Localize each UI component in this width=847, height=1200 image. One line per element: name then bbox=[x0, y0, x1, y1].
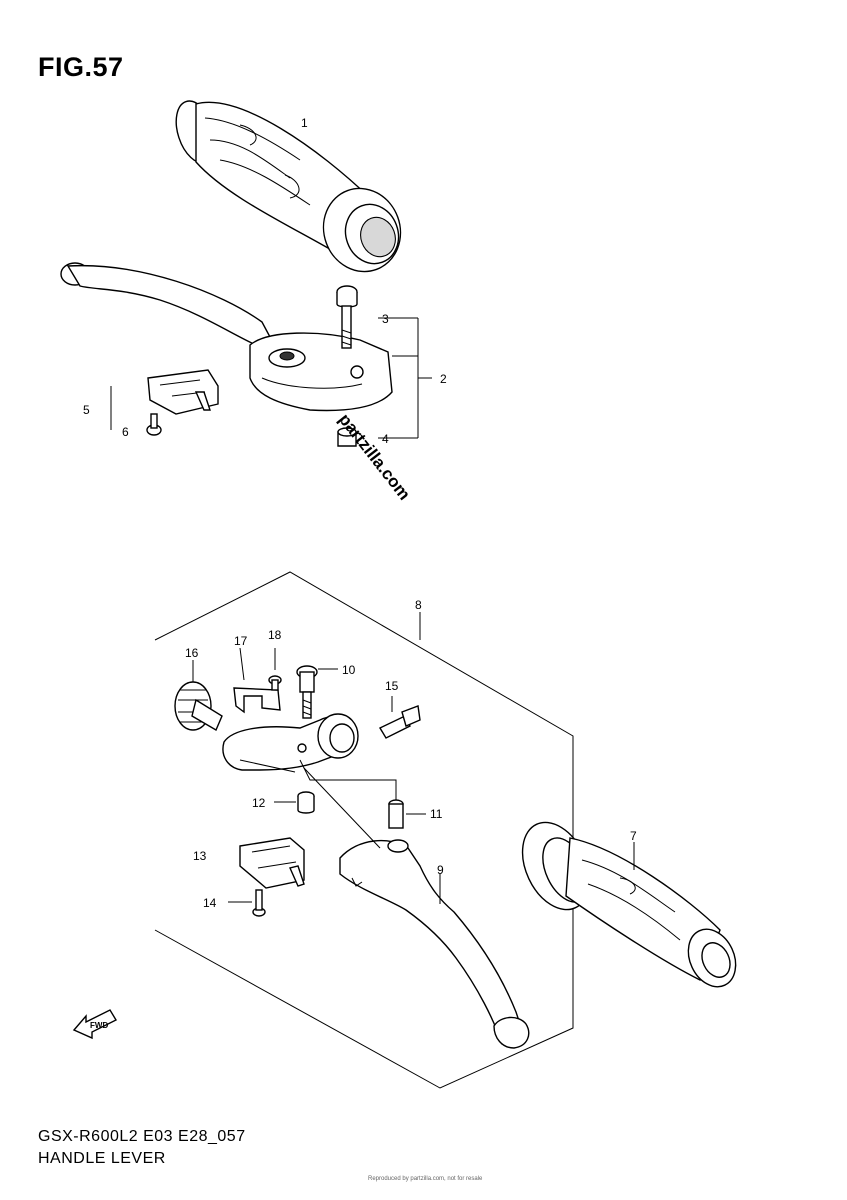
callout-18: 18 bbox=[268, 628, 282, 642]
left-grip[interactable] bbox=[509, 812, 744, 995]
footer-model-code: GSX-R600L2 E03 E28_057 bbox=[38, 1128, 246, 1145]
figure-title: FIG.57 bbox=[38, 52, 124, 82]
callout-2: 2 bbox=[440, 372, 447, 386]
clutch-lever[interactable] bbox=[339, 839, 530, 1049]
lower-leaders bbox=[299, 759, 397, 849]
pivot-bolt[interactable] bbox=[296, 665, 338, 719]
lever-nut[interactable] bbox=[337, 427, 357, 447]
callout-14: 14 bbox=[203, 896, 217, 910]
bracket-screw[interactable] bbox=[268, 648, 282, 691]
callout-1: 1 bbox=[301, 116, 308, 130]
lever-holder[interactable] bbox=[222, 713, 359, 773]
callout-15: 15 bbox=[385, 679, 399, 693]
switch-screw[interactable] bbox=[146, 413, 162, 436]
callout-6: 6 bbox=[122, 425, 129, 439]
callout-13: 13 bbox=[193, 849, 207, 863]
callout-7: 7 bbox=[630, 829, 637, 843]
footer-figure-name: HANDLE LEVER bbox=[38, 1150, 166, 1167]
callout-4: 4 bbox=[382, 432, 389, 446]
cable-bracket[interactable] bbox=[233, 647, 281, 714]
footer-fine-print: Reproduced by partzilla.com, not for res… bbox=[368, 1176, 483, 1182]
clutch-switch[interactable] bbox=[239, 837, 305, 889]
holder-bolt[interactable] bbox=[379, 696, 421, 739]
bushing[interactable] bbox=[388, 799, 426, 829]
callout-8: 8 bbox=[415, 598, 422, 612]
callouts: 1 2 3 4 5 6 7 8 9 10 11 12 13 14 15 16 1… bbox=[83, 116, 637, 910]
callout-5: 5 bbox=[83, 403, 90, 417]
spacer[interactable] bbox=[274, 791, 315, 814]
brake-lever[interactable] bbox=[60, 262, 393, 412]
callout-16: 16 bbox=[185, 646, 199, 660]
lever-bolt[interactable] bbox=[336, 285, 358, 349]
callout-17: 17 bbox=[234, 634, 248, 648]
callout-11: 11 bbox=[430, 807, 443, 821]
callout-9: 9 bbox=[437, 863, 444, 877]
callout-10: 10 bbox=[342, 663, 356, 677]
brake-light-switch[interactable] bbox=[147, 369, 219, 415]
adjuster-knob[interactable] bbox=[174, 660, 223, 732]
clutch-switch-screw[interactable] bbox=[228, 889, 266, 917]
fwd-arrow-icon: FWD bbox=[72, 1009, 117, 1040]
upper-leaders bbox=[110, 317, 432, 439]
callout-3: 3 bbox=[382, 312, 389, 326]
callout-12: 12 bbox=[252, 796, 266, 810]
fwd-label: FWD bbox=[90, 1021, 108, 1030]
throttle-grip[interactable] bbox=[169, 96, 412, 282]
